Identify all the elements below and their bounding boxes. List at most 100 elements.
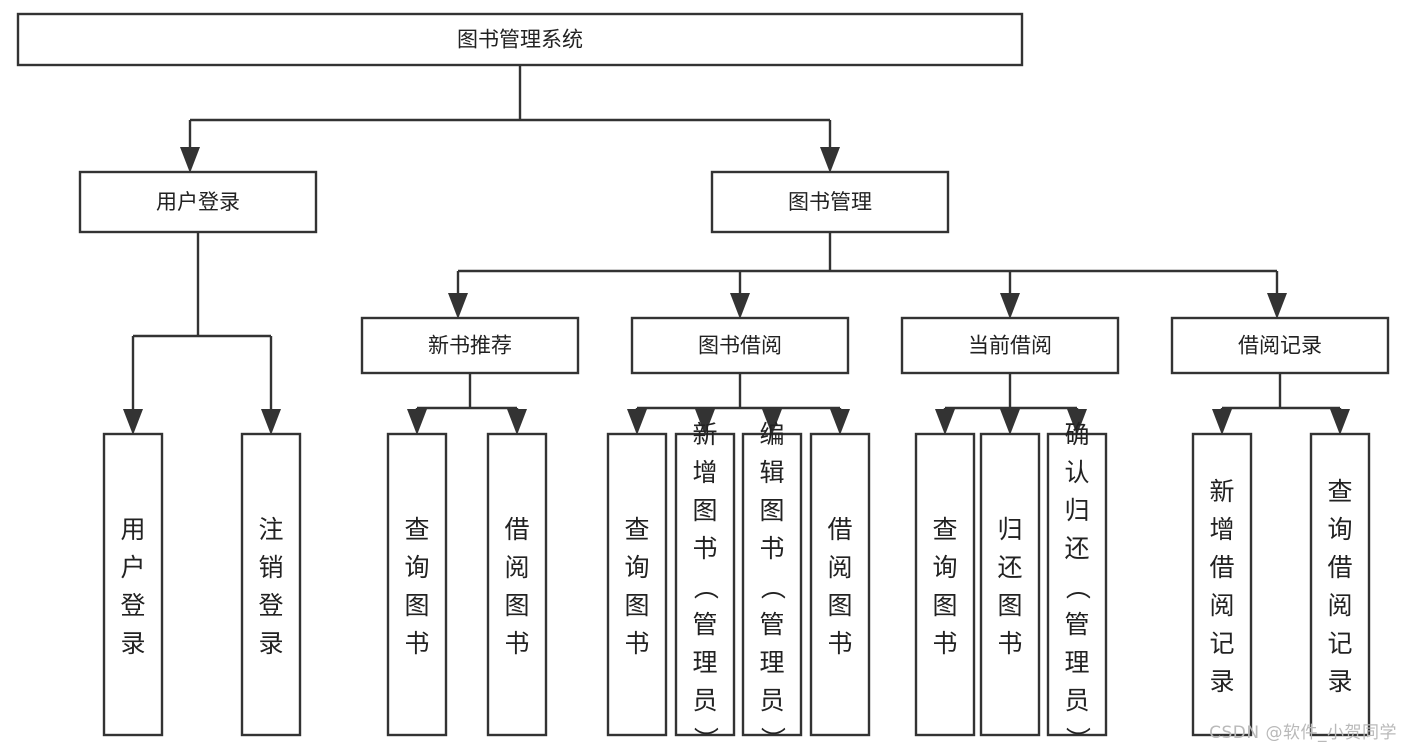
svg-text:录: 录 bbox=[1209, 667, 1234, 696]
svg-text:理: 理 bbox=[1064, 648, 1089, 677]
node-box-borrow-record[interactable] bbox=[1170, 316, 1390, 375]
node-box-new-book-rec[interactable] bbox=[360, 316, 580, 375]
node-box-book-mgmt[interactable] bbox=[710, 170, 950, 234]
node-box-leaf-edit-book[interactable] bbox=[741, 432, 803, 737]
svg-text:（: （ bbox=[758, 575, 787, 600]
svg-text:（: （ bbox=[691, 575, 720, 600]
svg-text:销: 销 bbox=[258, 553, 283, 582]
node-label-book-mgmt: 图书管理 bbox=[788, 190, 872, 214]
svg-text:阅: 阅 bbox=[1209, 591, 1234, 620]
svg-text:查: 查 bbox=[932, 515, 957, 544]
node-label-new-book-rec: 新书推荐 bbox=[428, 334, 512, 358]
node-box-leaf-query-record[interactable] bbox=[1309, 432, 1371, 737]
svg-text:书: 书 bbox=[504, 629, 529, 658]
node-box-leaf-query-book-3[interactable] bbox=[914, 432, 976, 737]
node-box-leaf-borrow-book-1[interactable] bbox=[486, 432, 548, 737]
svg-text:辑: 辑 bbox=[759, 458, 784, 487]
svg-text:书: 书 bbox=[692, 534, 717, 563]
node-leaf-user-login[interactable]: 用户登录 bbox=[102, 432, 164, 737]
node-box-leaf-return-book[interactable] bbox=[979, 432, 1041, 737]
node-book-mgmt[interactable]: 图书管理 bbox=[710, 170, 950, 234]
svg-text:）: ） bbox=[758, 727, 787, 747]
svg-text:查: 查 bbox=[1327, 477, 1352, 506]
svg-text:编: 编 bbox=[759, 420, 784, 449]
svg-text:）: ） bbox=[1063, 727, 1092, 747]
node-borrow-record[interactable]: 借阅记录 bbox=[1170, 316, 1390, 375]
svg-text:新: 新 bbox=[692, 420, 717, 449]
svg-text:询: 询 bbox=[624, 553, 649, 582]
svg-text:书: 书 bbox=[759, 534, 784, 563]
node-box-leaf-query-book-2[interactable] bbox=[606, 432, 668, 737]
svg-text:查: 查 bbox=[624, 515, 649, 544]
svg-text:询: 询 bbox=[404, 553, 429, 582]
svg-text:（: （ bbox=[1063, 575, 1092, 600]
node-box-leaf-user-login[interactable] bbox=[102, 432, 164, 737]
svg-text:借: 借 bbox=[1209, 553, 1234, 582]
svg-text:管: 管 bbox=[1064, 610, 1089, 639]
connector-user-login bbox=[123, 232, 281, 435]
node-box-current-borrow[interactable] bbox=[900, 316, 1120, 375]
node-box-book-borrow[interactable] bbox=[630, 316, 850, 375]
svg-text:管: 管 bbox=[759, 610, 784, 639]
node-current-borrow[interactable]: 当前借阅 bbox=[900, 316, 1120, 375]
svg-text:书: 书 bbox=[827, 629, 852, 658]
svg-text:户: 户 bbox=[120, 553, 145, 582]
node-box-leaf-borrow-book-2[interactable] bbox=[809, 432, 871, 737]
node-label-user-login: 用户登录 bbox=[156, 190, 240, 214]
node-box-leaf-logout[interactable] bbox=[240, 432, 302, 737]
svg-text:阅: 阅 bbox=[504, 553, 529, 582]
node-label-borrow-record: 借阅记录 bbox=[1238, 334, 1322, 358]
node-book-borrow[interactable]: 图书借阅 bbox=[630, 316, 850, 375]
svg-text:图: 图 bbox=[504, 591, 529, 620]
arrow-head-leaf-query-book-3 bbox=[935, 409, 955, 435]
connector-new-book-rec bbox=[407, 373, 527, 435]
node-box-leaf-add-record[interactable] bbox=[1191, 432, 1253, 737]
arrow-head-user-login bbox=[180, 147, 200, 173]
node-box-leaf-confirm-return[interactable] bbox=[1046, 432, 1108, 737]
svg-text:图: 图 bbox=[759, 496, 784, 525]
node-box-user-login[interactable] bbox=[78, 170, 318, 234]
node-label-current-borrow: 当前借阅 bbox=[968, 334, 1052, 358]
svg-text:归: 归 bbox=[997, 515, 1022, 544]
connector-book-mgmt bbox=[448, 232, 1287, 319]
svg-text:阅: 阅 bbox=[827, 553, 852, 582]
node-label-leaf-user-login: 用户登录 bbox=[120, 515, 145, 658]
connector-borrow-record bbox=[1212, 373, 1350, 435]
node-box-leaf-add-book[interactable] bbox=[674, 432, 736, 737]
arrow-head-leaf-logout bbox=[261, 409, 281, 435]
svg-text:借: 借 bbox=[827, 515, 852, 544]
node-box-leaf-query-book-1[interactable] bbox=[386, 432, 448, 737]
node-box-root[interactable] bbox=[16, 12, 1024, 67]
svg-text:查: 查 bbox=[404, 515, 429, 544]
svg-text:注: 注 bbox=[258, 515, 283, 544]
node-user-login[interactable]: 用户登录 bbox=[78, 170, 318, 234]
svg-text:书: 书 bbox=[624, 629, 649, 658]
svg-text:新: 新 bbox=[1209, 477, 1234, 506]
svg-text:书: 书 bbox=[404, 629, 429, 658]
svg-text:书: 书 bbox=[932, 629, 957, 658]
arrow-head-new-book-rec bbox=[448, 293, 468, 319]
svg-text:确: 确 bbox=[1064, 420, 1089, 449]
node-root[interactable]: 图书管理系统 bbox=[16, 12, 1024, 67]
node-new-book-rec[interactable]: 新书推荐 bbox=[360, 316, 580, 375]
